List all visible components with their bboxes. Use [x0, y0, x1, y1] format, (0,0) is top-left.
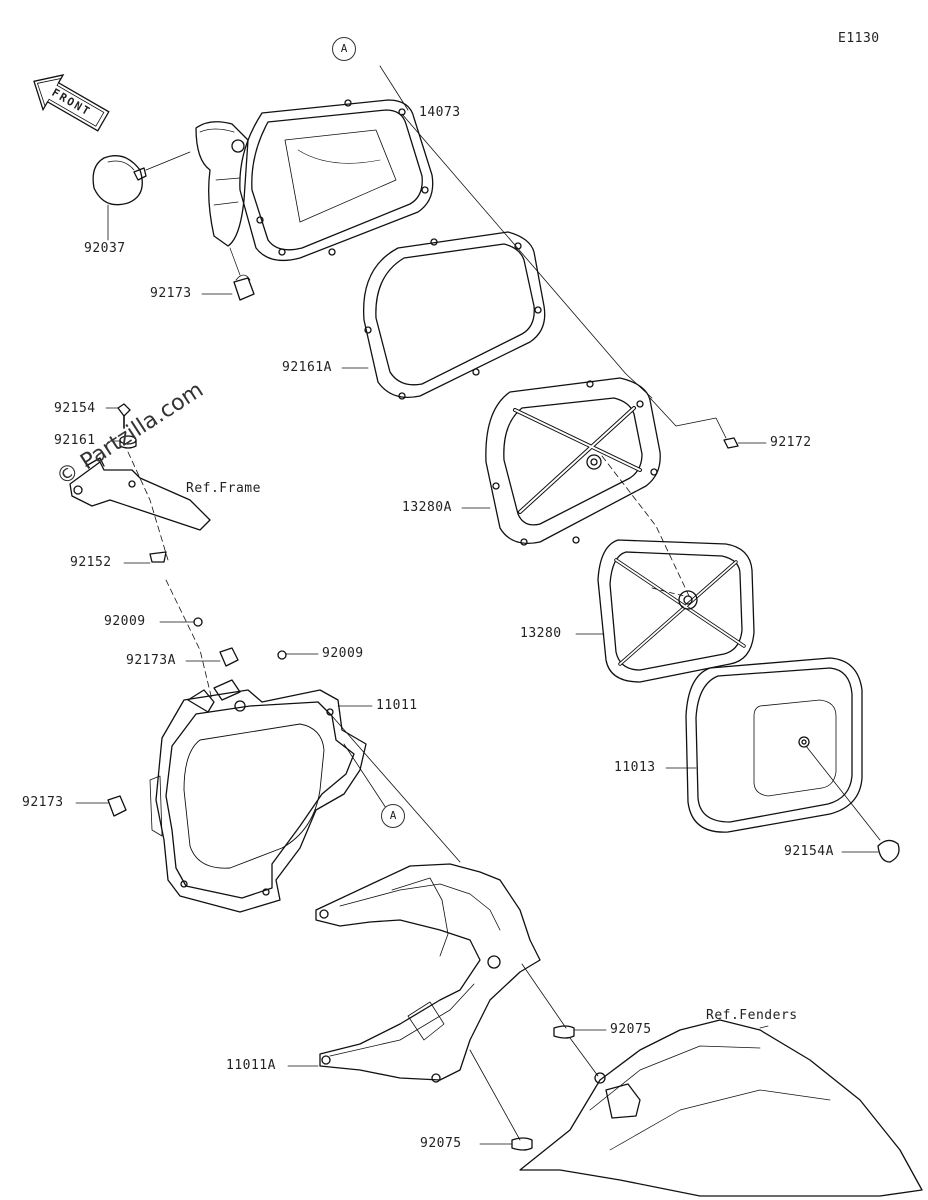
- part-92172[interactable]: 92172: [770, 435, 812, 450]
- clamp-92173-bottom: [75, 795, 127, 817]
- grommets-92075: [469, 963, 607, 1151]
- part-11011A[interactable]: 11011A: [226, 1058, 276, 1073]
- part-92173-top[interactable]: 92173: [150, 286, 192, 301]
- part-92173A[interactable]: 92173A: [126, 653, 176, 668]
- frame-bracket: [69, 403, 211, 564]
- clip-92173A: [185, 647, 239, 667]
- part-92009-left[interactable]: 92009: [104, 614, 146, 629]
- diagram-code: E1130: [838, 31, 880, 46]
- screw-92172: [649, 397, 767, 449]
- part-14073[interactable]: 14073: [419, 105, 461, 120]
- callout-a-top: A: [332, 37, 356, 61]
- part-92161[interactable]: 92161: [54, 433, 96, 448]
- front-arrow-icon: [33, 74, 110, 132]
- part-92075-upper[interactable]: 92075: [610, 1022, 652, 1037]
- clamp-92173-top: [201, 247, 255, 301]
- filter-frame-13280A: [461, 377, 661, 546]
- ref-fenders-label: Ref.Fenders: [706, 1008, 798, 1023]
- part-92009-right[interactable]: 92009: [322, 646, 364, 661]
- part-92037[interactable]: 92037: [84, 241, 126, 256]
- part-13280A[interactable]: 13280A: [402, 500, 452, 515]
- gasket-92161A: [341, 231, 546, 400]
- filter-cage-13280: [575, 539, 755, 683]
- part-11011[interactable]: 11011: [376, 698, 418, 713]
- part-92161A[interactable]: 92161A: [282, 360, 332, 375]
- part-92152[interactable]: 92152: [70, 555, 112, 570]
- callout-a-mid: A: [381, 804, 405, 828]
- rear-fender: [519, 1019, 923, 1197]
- filter-element-11013: [665, 657, 900, 863]
- part-11013[interactable]: 11013: [614, 760, 656, 775]
- ref-frame-label: Ref.Frame: [186, 481, 261, 496]
- rear-bracket-11011A: [287, 863, 541, 1083]
- plate-11011: [149, 679, 387, 913]
- part-13280[interactable]: 13280: [520, 626, 562, 641]
- cap-92037: [92, 151, 191, 241]
- part-92075-lower[interactable]: 92075: [420, 1136, 462, 1151]
- nuts-92009: [159, 579, 319, 701]
- air-box-housing: [195, 99, 434, 262]
- part-92154[interactable]: 92154: [54, 401, 96, 416]
- part-92154A[interactable]: 92154A: [784, 844, 834, 859]
- part-92173-bottom[interactable]: 92173: [22, 795, 64, 810]
